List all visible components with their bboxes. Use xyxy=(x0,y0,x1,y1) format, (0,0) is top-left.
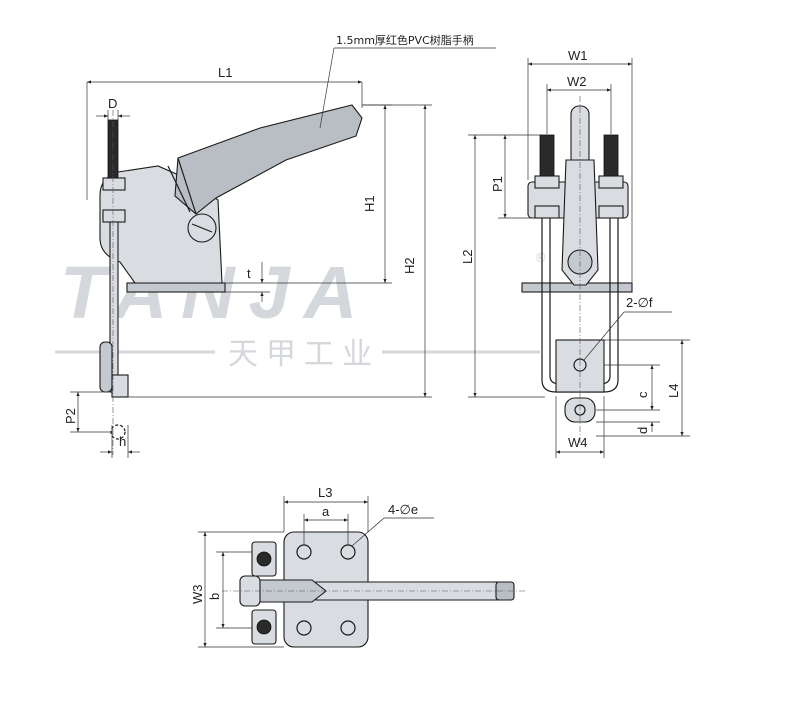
dim-L3: L3 xyxy=(318,485,332,500)
front-nut-right-top xyxy=(598,175,624,189)
dim-W2: W2 xyxy=(567,74,587,89)
hole-2-note: 2-∅f xyxy=(626,295,653,310)
side-base-plate xyxy=(126,282,226,293)
handle-material-note: 1.5mm厚红色PVC树脂手柄 xyxy=(336,33,474,47)
dim-a: a xyxy=(322,504,330,519)
dim-c: c xyxy=(635,391,650,398)
dim-d: d xyxy=(635,427,650,434)
dim-L2: L2 xyxy=(460,250,475,264)
dim-h: h xyxy=(119,434,126,449)
watermark-brand-cn: 天甲工业 xyxy=(228,337,380,372)
dim-P2: P2 xyxy=(63,408,78,424)
front-view: W1 W2 P1 L2 2-∅f c L4 d xyxy=(460,48,690,458)
hole-4-note: 4-∅e xyxy=(388,502,418,517)
side-nut-upper xyxy=(102,177,126,191)
dim-W1: W1 xyxy=(568,48,588,63)
dim-t: t xyxy=(247,266,251,281)
side-rod-tip xyxy=(111,374,129,398)
front-nut-right-bottom xyxy=(598,205,624,219)
dim-L1: L1 xyxy=(218,65,232,80)
dim-H1: H1 xyxy=(362,195,377,212)
dim-W4: W4 xyxy=(568,435,588,450)
watermark-registered-mark: ® xyxy=(534,251,547,266)
side-handle xyxy=(174,104,363,215)
dim-D: D xyxy=(108,96,117,111)
dim-L4: L4 xyxy=(666,384,681,398)
dim-H2: H2 xyxy=(402,257,417,274)
dim-W3: W3 xyxy=(190,585,205,605)
side-nut-lower xyxy=(102,209,126,223)
top-view: L3 a 4-∅e W3 b xyxy=(190,485,525,648)
front-stud-left xyxy=(539,134,555,181)
side-rod-foot xyxy=(99,341,113,393)
front-nut-left-bottom xyxy=(534,205,560,219)
dim-P1: P1 xyxy=(490,176,505,192)
front-stud-right xyxy=(603,134,619,181)
dim-b: b xyxy=(207,593,222,600)
front-nut-left-top xyxy=(534,175,560,189)
side-view: L1 D H1 H2 t P2 h 1.5mm厚红色 xyxy=(63,33,496,458)
